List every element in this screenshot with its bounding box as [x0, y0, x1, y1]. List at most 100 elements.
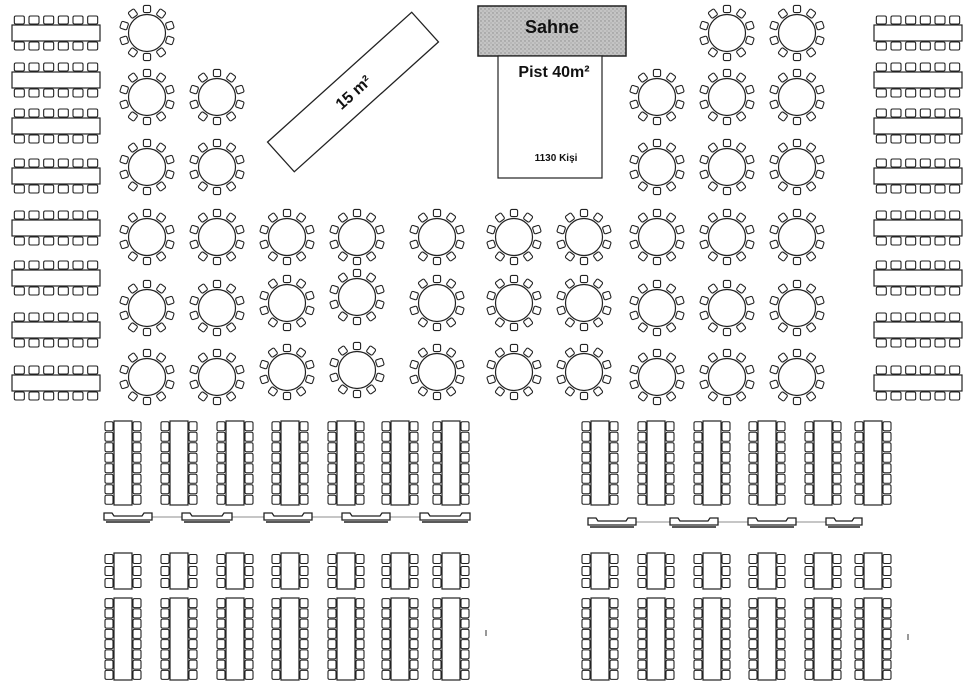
- table-top: [336, 420, 356, 506]
- round-table: [189, 348, 245, 406]
- chair: [777, 181, 788, 192]
- chair: [792, 327, 802, 337]
- chair: [132, 608, 142, 619]
- buffet-counter: [103, 512, 153, 523]
- chair: [637, 618, 647, 629]
- chair: [160, 452, 170, 463]
- chair: [355, 473, 365, 484]
- chair: [875, 158, 887, 168]
- chair: [104, 659, 114, 670]
- banquet-table: [581, 597, 619, 681]
- table-top: [637, 357, 677, 397]
- chair: [432, 256, 442, 266]
- chair: [806, 391, 817, 402]
- chair: [637, 431, 647, 442]
- table-top: [777, 147, 817, 187]
- table-top: [417, 352, 457, 392]
- chair: [875, 88, 887, 98]
- chair: [355, 565, 365, 577]
- chair: [127, 8, 138, 19]
- chair: [637, 494, 647, 505]
- chair: [890, 108, 902, 118]
- chair: [352, 341, 362, 351]
- round-table: [119, 208, 175, 266]
- chair: [216, 639, 226, 650]
- chair: [905, 41, 917, 51]
- chair: [13, 88, 25, 98]
- banquet-table: [581, 420, 619, 506]
- chair: [409, 452, 419, 463]
- table-top: [197, 217, 237, 257]
- table-top: [873, 117, 963, 135]
- chair: [629, 239, 639, 250]
- chair: [299, 442, 309, 453]
- chair: [235, 379, 245, 390]
- chair: [271, 431, 281, 442]
- chair: [197, 72, 208, 83]
- chair: [327, 442, 337, 453]
- chair: [699, 84, 709, 95]
- chair: [699, 239, 709, 250]
- chair: [327, 484, 337, 495]
- chair: [189, 154, 199, 165]
- table-top: [11, 117, 101, 135]
- round-table: [769, 348, 825, 406]
- chair: [832, 618, 842, 629]
- chair: [665, 431, 675, 442]
- round-table: [259, 274, 315, 332]
- table-top: [757, 420, 777, 506]
- chair: [226, 322, 237, 333]
- short-banquet-tables: [104, 552, 892, 590]
- chair: [609, 577, 619, 589]
- chair: [486, 305, 496, 316]
- chair: [882, 452, 892, 463]
- chair: [87, 134, 99, 144]
- chair: [460, 421, 470, 432]
- chair: [381, 452, 391, 463]
- chair: [226, 142, 237, 153]
- chair: [13, 312, 25, 322]
- chair: [13, 41, 25, 51]
- chair: [460, 628, 470, 639]
- chair: [142, 186, 152, 196]
- table-top: [441, 597, 461, 681]
- chair: [216, 484, 226, 495]
- chair: [127, 283, 138, 294]
- chair: [299, 577, 309, 589]
- chair: [244, 608, 254, 619]
- table-top: [11, 24, 101, 42]
- chair: [197, 352, 208, 363]
- table-top: [280, 420, 300, 506]
- chair: [460, 431, 470, 442]
- chair: [267, 347, 278, 358]
- chair: [329, 357, 339, 368]
- table-top: [113, 552, 133, 590]
- chair: [160, 553, 170, 565]
- chair: [675, 99, 685, 110]
- round-table: [119, 279, 175, 337]
- chair: [156, 142, 167, 153]
- chair: [156, 181, 167, 192]
- chair: [556, 224, 566, 235]
- table-top: [702, 552, 722, 590]
- chair: [57, 184, 69, 194]
- banquet-table: [432, 420, 470, 506]
- stage-label: Sahne: [525, 17, 579, 37]
- chair: [43, 210, 55, 220]
- table-top: [169, 597, 189, 681]
- table-top: [127, 217, 167, 257]
- chair: [776, 565, 786, 577]
- table-top: [590, 552, 610, 590]
- banquet-table: [693, 597, 731, 681]
- chair: [905, 260, 917, 270]
- chair: [523, 278, 534, 289]
- chair: [919, 88, 931, 98]
- chair: [581, 473, 591, 484]
- banquet-table: [748, 597, 786, 681]
- chair: [327, 421, 337, 432]
- banquet-table: [271, 420, 309, 506]
- chair: [455, 290, 465, 301]
- chair: [736, 181, 747, 192]
- chair: [409, 639, 419, 650]
- chair: [432, 608, 442, 619]
